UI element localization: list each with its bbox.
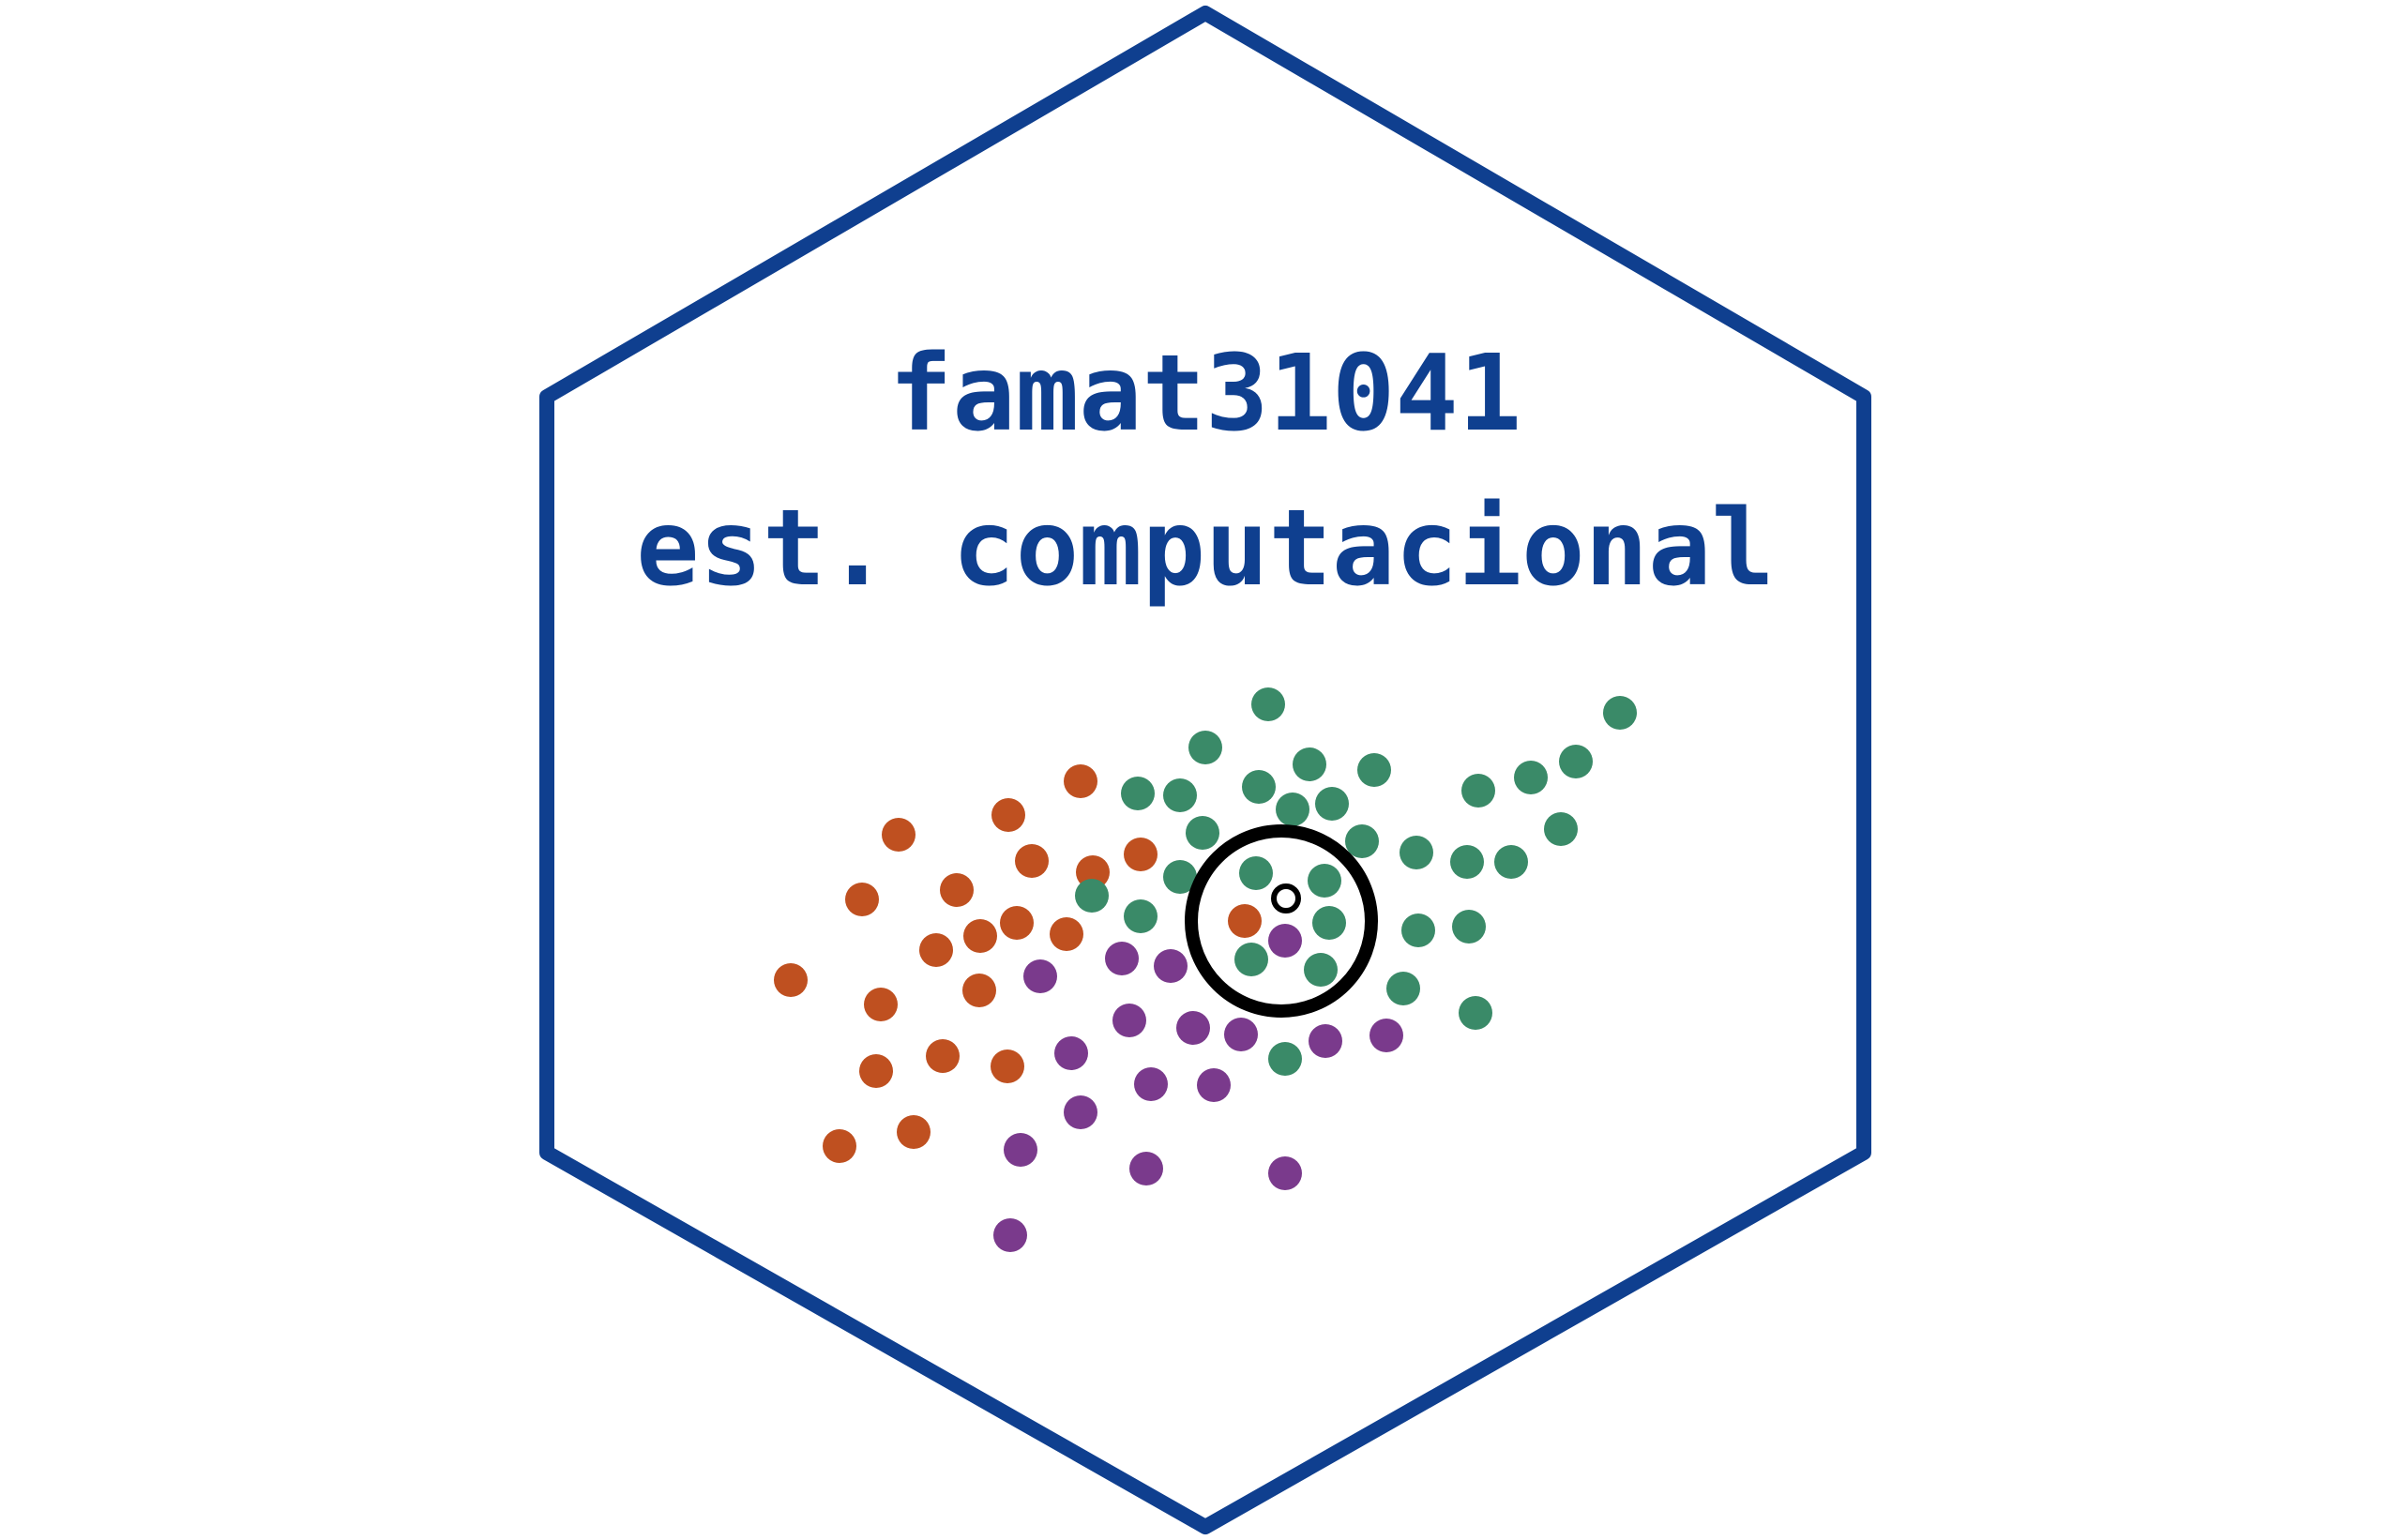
scatter-point-orange bbox=[823, 1129, 856, 1163]
scatter-point-purple bbox=[993, 1218, 1027, 1252]
scatter-point-orange bbox=[991, 1049, 1024, 1083]
scatter-point-orange bbox=[845, 883, 879, 916]
scatter-point-green bbox=[1188, 731, 1222, 764]
scatter-point-green bbox=[1186, 816, 1219, 850]
scatter-point-green bbox=[1494, 845, 1528, 879]
scatter-point-orange bbox=[1124, 838, 1158, 871]
scatter-point-purple bbox=[1309, 1024, 1342, 1058]
scatter-point-green bbox=[1312, 906, 1346, 940]
scatter-point-orange bbox=[919, 933, 953, 967]
scatter-point-green bbox=[1293, 747, 1326, 781]
scatter-point-orange bbox=[1015, 844, 1049, 878]
scatter-point-green bbox=[1315, 787, 1349, 821]
scatter-point-purple bbox=[1154, 949, 1188, 983]
scatter-point-orange bbox=[991, 798, 1025, 832]
cluster-orange-points bbox=[774, 764, 1262, 1163]
scatter-point-orange bbox=[1064, 764, 1097, 798]
course-name-title: est. computacional bbox=[636, 488, 1775, 610]
scatter-point-green bbox=[1304, 953, 1338, 987]
scatter-point-green bbox=[1401, 913, 1435, 947]
scatter-point-orange bbox=[926, 1039, 960, 1073]
scatter-point-orange bbox=[963, 919, 997, 953]
cluster-purple-points bbox=[993, 924, 1403, 1252]
scatter-point-purple bbox=[1134, 1067, 1168, 1101]
knn-neighborhood-icon bbox=[774, 687, 1637, 1252]
course-code-title: famat31041 bbox=[889, 333, 1521, 455]
scatter-point-green bbox=[1461, 774, 1495, 808]
scatter-point-purple bbox=[1023, 959, 1057, 993]
scatter-point-green bbox=[1386, 972, 1420, 1005]
scatter-point-green bbox=[1544, 812, 1578, 846]
scatter-point-purple bbox=[1176, 1011, 1210, 1045]
scatter-point-green bbox=[1251, 687, 1285, 721]
scatter-point-green bbox=[1308, 864, 1341, 898]
scatter-point-orange bbox=[940, 873, 974, 907]
scatter-point-orange bbox=[1228, 904, 1262, 938]
scatter-point-orange bbox=[962, 974, 996, 1007]
scatter-point-orange bbox=[882, 818, 915, 852]
scatter-point-green bbox=[1357, 753, 1391, 787]
scatter-point-green bbox=[1163, 860, 1197, 894]
scatter-point-purple bbox=[1004, 1133, 1037, 1167]
scatter-point-purple bbox=[1268, 924, 1302, 958]
neighborhood-ring bbox=[1185, 824, 1378, 1018]
scatter-point-purple bbox=[1112, 1004, 1146, 1037]
scatter-point-purple bbox=[1268, 1156, 1302, 1190]
scatter-point-orange bbox=[864, 988, 898, 1021]
scatter-point-green bbox=[1075, 879, 1109, 913]
scatter-point-green bbox=[1124, 899, 1158, 933]
scatter-point-green bbox=[1452, 910, 1486, 944]
scatter-point-purple bbox=[1369, 1019, 1403, 1052]
scatter-point-green bbox=[1603, 696, 1637, 730]
scatter-point-purple bbox=[1197, 1068, 1231, 1102]
scatter-point-purple bbox=[1054, 1036, 1088, 1070]
scatter-point-green bbox=[1268, 1042, 1302, 1076]
scatter-point-orange bbox=[859, 1054, 893, 1088]
cluster-green-points bbox=[1075, 687, 1637, 1076]
scatter-point-green bbox=[1276, 793, 1309, 826]
query-point bbox=[1271, 883, 1301, 913]
scatter-point-green bbox=[1450, 845, 1484, 879]
scatter-point-orange bbox=[1000, 906, 1034, 940]
scatter-point-green bbox=[1121, 777, 1155, 810]
scatter-point-purple bbox=[1129, 1152, 1163, 1185]
scatter-point-green bbox=[1242, 770, 1276, 804]
scatter-point-green bbox=[1559, 745, 1593, 778]
hexagon-border bbox=[539, 6, 1871, 1534]
scatter-point-green bbox=[1239, 856, 1273, 890]
scatter-point-purple bbox=[1064, 1095, 1097, 1129]
scatter-point-green bbox=[1163, 778, 1197, 812]
scatter-point-green bbox=[1234, 943, 1268, 976]
scatter-point-green bbox=[1514, 761, 1548, 794]
scatter-point-orange bbox=[1050, 917, 1083, 951]
scatter-point-purple bbox=[1105, 942, 1139, 975]
scatter-point-orange bbox=[774, 963, 808, 997]
scatter-point-green bbox=[1459, 996, 1492, 1030]
scatter-point-orange bbox=[897, 1115, 931, 1149]
scatter-point-green bbox=[1345, 824, 1379, 858]
scatter-point-purple bbox=[1224, 1018, 1258, 1051]
scatter-point-green bbox=[1400, 836, 1433, 869]
